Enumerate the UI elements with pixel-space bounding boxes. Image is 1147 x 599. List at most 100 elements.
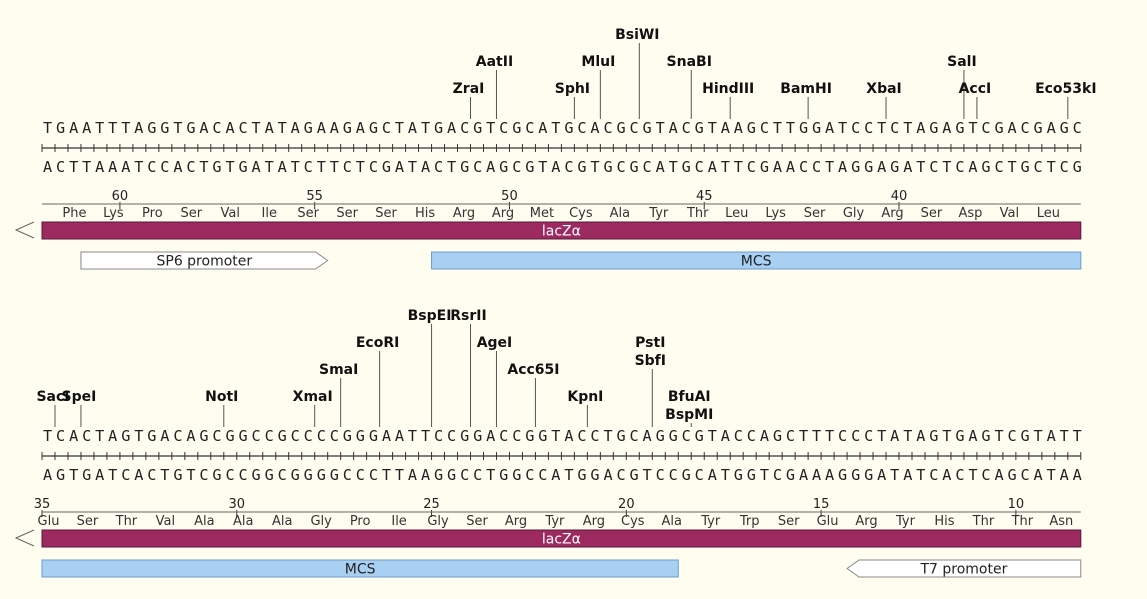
amino-acid: Lys <box>103 206 124 221</box>
enzyme-label: PstI <box>635 335 665 351</box>
amino-acid: Ala <box>194 514 214 529</box>
amino-acid: Gly <box>310 514 332 529</box>
enzyme-label: SphI <box>555 81 590 97</box>
amino-acid: Phe <box>62 206 86 221</box>
amino-acid: Pro <box>142 206 163 221</box>
amino-acid: Asn <box>1049 514 1073 529</box>
amino-acid: Arg <box>583 514 605 529</box>
feature-label: MCS <box>741 254 772 270</box>
amino-acid: Glu <box>38 514 60 529</box>
gene-bar <box>41 221 1082 240</box>
amino-acid: Ala <box>233 514 253 529</box>
mcs-feature <box>431 251 1082 270</box>
residue-number: 50 <box>501 189 518 204</box>
residue-number: 45 <box>696 189 713 204</box>
amino-acid: Thr <box>972 514 995 529</box>
amino-acid: Arg <box>505 514 527 529</box>
enzyme-label: BsiWI <box>615 27 659 43</box>
residue-number: 20 <box>618 497 635 512</box>
amino-acid: Met <box>530 206 554 221</box>
amino-acid: Trp <box>739 514 760 529</box>
residue-number: 15 <box>813 497 830 512</box>
promoter-feature <box>846 559 1082 578</box>
enzyme-label: BamHI <box>780 81 832 97</box>
amino-acid: Ala <box>610 206 630 221</box>
amino-acid: Lys <box>765 206 786 221</box>
amino-acid: His <box>934 514 954 529</box>
enzyme-label: SmaI <box>319 362 358 378</box>
residue-number: 10 <box>1008 497 1025 512</box>
amino-acid: Tyr <box>648 206 669 221</box>
amino-acid: Tyr <box>700 514 721 529</box>
amino-acid: Ser <box>466 514 488 529</box>
amino-acid: Arg <box>855 514 877 529</box>
gene-label: lacZα <box>542 532 581 548</box>
amino-acid: Val <box>156 514 175 529</box>
amino-acid: Ser <box>778 514 800 529</box>
gene-label: lacZα <box>542 224 581 240</box>
amino-acid: Thr <box>1011 514 1034 529</box>
bottom-strand-sequence: ACTTAAATCCACTGTGATATCTTCTCGATACTGCAGCGTA… <box>43 158 1082 176</box>
amino-acid: Val <box>221 206 240 221</box>
enzyme-label: KpnI <box>567 389 603 405</box>
enzyme-label: BspMI <box>665 407 713 423</box>
amino-acid: Cys <box>569 206 593 221</box>
enzyme-label: MluI <box>581 54 615 70</box>
amino-acid: Val <box>1000 206 1019 221</box>
amino-acid: Ala <box>662 514 682 529</box>
amino-acid: Tyr <box>544 514 565 529</box>
amino-acid: Ile <box>391 514 406 529</box>
gene-bar <box>41 529 1082 548</box>
enzyme-label: SbfI <box>635 353 666 369</box>
enzyme-label: XmaI <box>293 389 333 405</box>
amino-acid: Arg <box>492 206 514 221</box>
gene-direction-arrow-icon <box>14 221 35 239</box>
residue-number: 60 <box>112 189 129 204</box>
top-strand-sequence: TCACTAGTGACAGCGGCCGCCCCGGGAATTCCGGACCGGT… <box>43 427 1082 445</box>
enzyme-label: AgeI <box>477 335 513 351</box>
amino-acid: Ser <box>77 514 99 529</box>
amino-acid: Ser <box>336 206 358 221</box>
amino-acid: Gly <box>843 206 865 221</box>
enzyme-label: SalI <box>947 54 977 70</box>
feature-label: SP6 promoter <box>156 254 252 270</box>
enzyme-label: AatII <box>476 54 513 70</box>
residue-number: 25 <box>423 497 440 512</box>
residue-number: 40 <box>891 189 908 204</box>
amino-acid: Ser <box>181 206 203 221</box>
feature-label: MCS <box>345 562 376 578</box>
amino-acid: Ser <box>375 206 397 221</box>
feature-label: T7 promoter <box>919 562 1007 578</box>
gene-direction-arrow-icon <box>14 529 35 547</box>
enzyme-label: SacI <box>36 389 69 405</box>
amino-acid: Leu <box>1037 206 1060 221</box>
enzyme-label: AccI <box>959 81 992 97</box>
top-strand-sequence: TGAATTTAGGTGACACTATAGAAGAGCTATGACGTCGCAT… <box>43 119 1082 137</box>
amino-acid: Ser <box>921 206 943 221</box>
amino-acid: Ser <box>804 206 826 221</box>
amino-acid: Thr <box>686 206 709 221</box>
amino-acid: Pro <box>350 514 371 529</box>
amino-acid: Gly <box>427 514 449 529</box>
enzyme-label: BspEI <box>408 308 452 324</box>
enzyme-label: ZraI <box>453 81 485 97</box>
bottom-strand-sequence: AGTGATCACTGTCGCCGGCGGGGCCCTTAAGGCCTGGCCA… <box>43 466 1082 484</box>
residue-number: 35 <box>34 497 51 512</box>
mcs-feature <box>41 559 679 578</box>
enzyme-label: SpeI <box>62 389 97 405</box>
enzyme-label: BfuAI <box>668 389 711 405</box>
promoter-feature <box>80 251 329 270</box>
enzyme-label: EcoRI <box>356 335 399 351</box>
amino-acid: Leu <box>725 206 748 221</box>
enzyme-label: HindIII <box>702 81 754 97</box>
amino-acid: Asp <box>958 206 982 221</box>
amino-acid: His <box>415 206 435 221</box>
amino-acid: Arg <box>453 206 475 221</box>
enzyme-label: NotI <box>205 389 238 405</box>
residue-number: 55 <box>306 189 323 204</box>
amino-acid: Ile <box>262 206 277 221</box>
amino-acid: Glu <box>817 514 839 529</box>
